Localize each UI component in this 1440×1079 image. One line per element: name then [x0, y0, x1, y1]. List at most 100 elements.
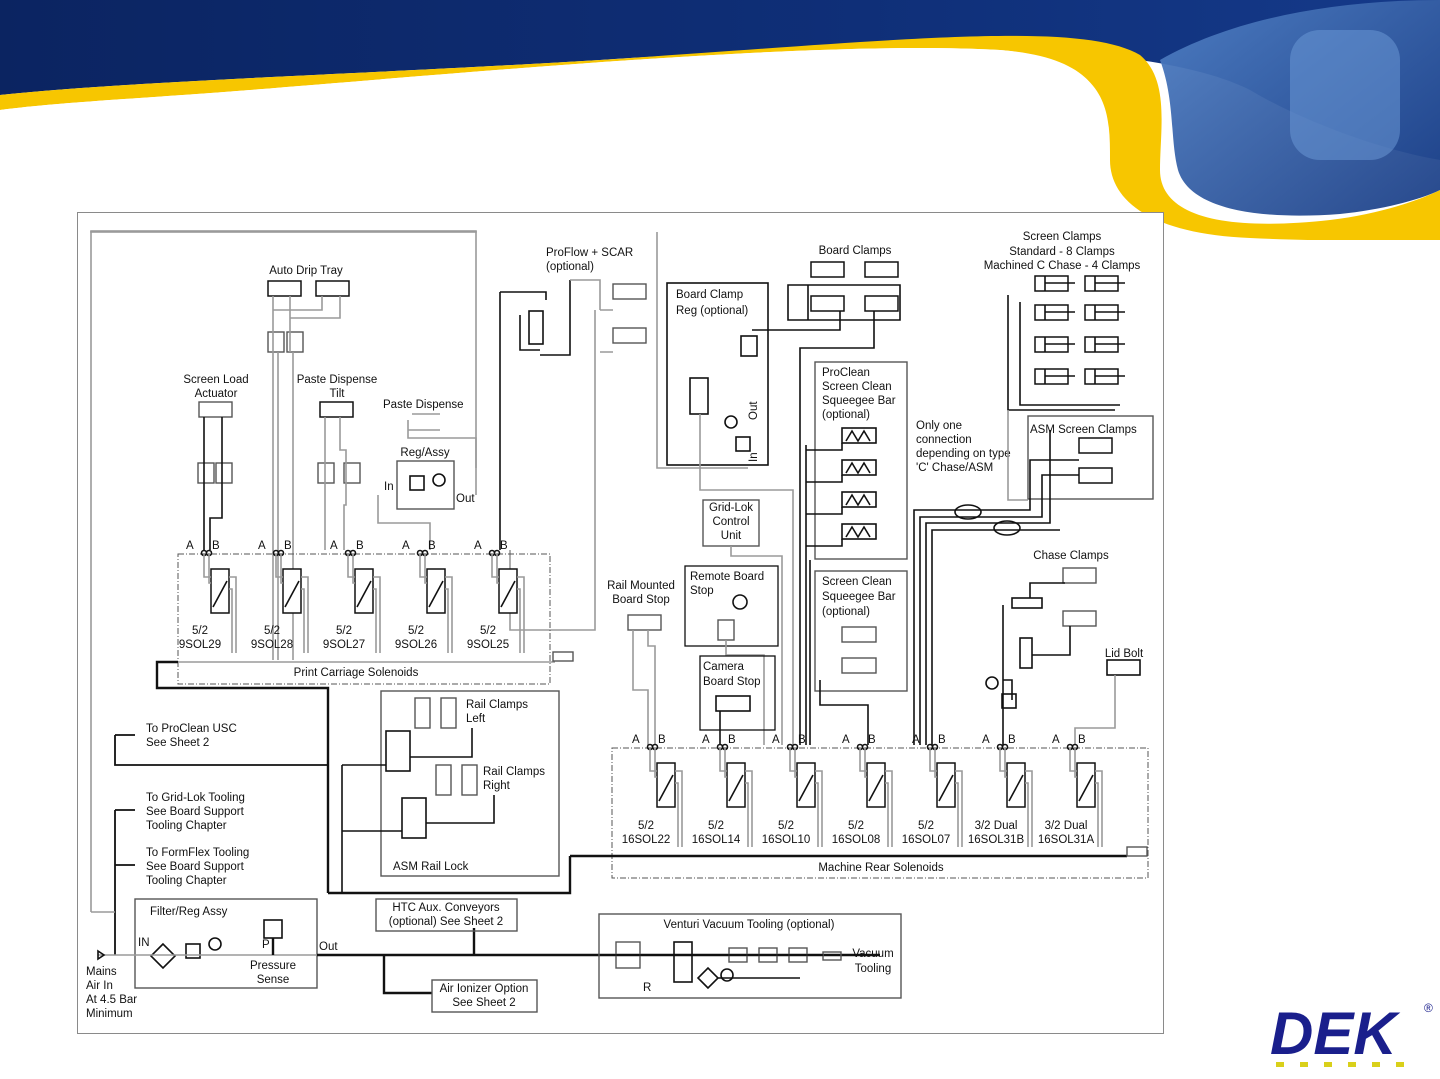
logo-registered-mark: ®: [1424, 1001, 1433, 1015]
label-screen-clean-2: Squeegee Bar: [822, 591, 896, 603]
cylinder-icon: [810, 295, 845, 312]
check-valve-icon: [1019, 637, 1033, 669]
solenoid-valve-icon: [673, 941, 693, 983]
regulator-icon: [528, 310, 544, 345]
solenoid-type: 5/2: [336, 625, 352, 637]
port-label-a: A: [702, 734, 710, 746]
rail-clamp-icon: [440, 697, 457, 729]
port-label-b: B: [938, 734, 946, 746]
squeegee-cylinder-icon: [841, 626, 877, 643]
port-label-b: B: [798, 734, 806, 746]
port-label-b: B: [1078, 734, 1086, 746]
label-to-proclean-2: See Sheet 2: [146, 737, 209, 749]
solenoid-type: 5/2: [848, 820, 864, 832]
port-label-a: A: [186, 540, 194, 552]
port-label-a: A: [772, 734, 780, 746]
solenoid-id: 9SOL28: [251, 639, 293, 651]
port-label-a: A: [474, 540, 482, 552]
rail-clamp-icon: [461, 764, 478, 796]
port-label-b: B: [1008, 734, 1016, 746]
label-venturi-r: R: [643, 982, 651, 994]
banner-machine-highlight: [1290, 30, 1400, 160]
asm-rail-lock-box: [380, 690, 560, 877]
label-air-ionizer: Air Ionizer Option: [440, 983, 529, 995]
port-label-a: A: [258, 540, 266, 552]
solenoid-id: 16SOL31A: [1038, 834, 1095, 846]
label-pressure-sense-2: Sense: [257, 974, 290, 986]
solenoid-id: 9SOL25: [467, 639, 509, 651]
squeegee-cylinder-icon: [841, 491, 877, 508]
label-reg-out: Out: [456, 493, 475, 505]
banner-yellow-swoosh: [0, 35, 1440, 240]
solenoid-coil-icon: [284, 580, 300, 608]
label-htc-aux-2: (optional) See Sheet 2: [389, 916, 503, 928]
label-rail-clamps-left-2: Left: [466, 713, 486, 725]
gauge-icon: [432, 473, 446, 487]
squeegee-cylinder-icon: [841, 427, 877, 444]
label-screen-clean: Screen Clean: [822, 576, 892, 588]
exhaust-silencer-icon: [552, 651, 574, 662]
solenoid-type: 5/2: [918, 820, 934, 832]
solenoid-coil-icon: [658, 774, 674, 802]
cylinder-icon: [1078, 437, 1113, 454]
label-rail-board-stop: Rail Mounted: [607, 580, 675, 592]
solenoid-type: 5/2: [638, 820, 654, 832]
squeegee-cylinder-icon: [715, 695, 751, 712]
label-screen-load: Screen Load: [183, 374, 248, 386]
solenoid-id: 16SOL08: [832, 834, 881, 846]
label-proclean: ProClean: [822, 367, 870, 379]
gauge-icon: [724, 415, 738, 429]
label-mains-air-3: At 4.5 Bar: [86, 994, 137, 1006]
flow-control-icon: [740, 335, 758, 357]
label-only-one-2: connection: [916, 434, 972, 446]
label-to-formflex-2: See Board Support: [146, 861, 245, 873]
label-board-clamp-reg-2: Reg (optional): [676, 305, 748, 317]
diagram-sheet: [77, 212, 1164, 1034]
banner-white-curve: [0, 48, 1200, 240]
label-grid-lok: Grid-Lok: [709, 502, 753, 514]
label-mains-air: Mains: [86, 966, 117, 978]
label-proclean-4: (optional): [822, 409, 870, 421]
label-pressure-sense: Pressure: [250, 960, 296, 972]
label-proclean-3: Squeegee Bar: [822, 395, 896, 407]
solenoid-coil-icon: [212, 580, 228, 608]
flow-control-icon: [317, 462, 335, 484]
solenoid-coil-icon: [1078, 774, 1094, 802]
cylinder-icon: [1078, 467, 1113, 484]
solenoid-id: 16SOL10: [762, 834, 811, 846]
label-only-one-3: depending on type: [916, 448, 1011, 460]
label-paste-tilt-2: Tilt: [330, 388, 346, 400]
label-chase-clamps: Chase Clamps: [1033, 550, 1109, 562]
squeegee-cylinder-icon: [841, 459, 877, 476]
label-grid-lok-3: Unit: [721, 530, 742, 542]
solenoid-coil-icon: [798, 774, 814, 802]
port-label-b: B: [356, 540, 364, 552]
squeegee-cylinder-icon: [841, 657, 877, 674]
cylinder-icon: [810, 261, 845, 278]
label-air-ionizer-2: See Sheet 2: [452, 997, 515, 1009]
rail-clamp-icon: [414, 697, 431, 729]
label-screen-clamps-3: Machined C Chase - 4 Clamps: [984, 260, 1141, 272]
spring-icon: [845, 493, 871, 507]
reg-assy-box: [396, 460, 455, 510]
solenoid-type: 5/2: [192, 625, 208, 637]
cylinder-icon: [198, 401, 233, 418]
label-lid-bolt: Lid Bolt: [1105, 648, 1144, 660]
filter-icon: [149, 942, 177, 970]
cylinder-icon: [612, 327, 647, 344]
solenoid-type: 5/2: [778, 820, 794, 832]
flow-control-icon: [286, 331, 304, 353]
label-asm-rail-lock: ASM Rail Lock: [393, 861, 469, 873]
squeegee-cylinder-icon: [841, 523, 877, 540]
solenoid-type: 5/2: [480, 625, 496, 637]
label-filter-in: IN: [138, 937, 150, 949]
solenoid-valve-icon: [401, 797, 427, 839]
htc-aux-box: [375, 898, 518, 932]
solenoid-id: 16SOL22: [622, 834, 671, 846]
